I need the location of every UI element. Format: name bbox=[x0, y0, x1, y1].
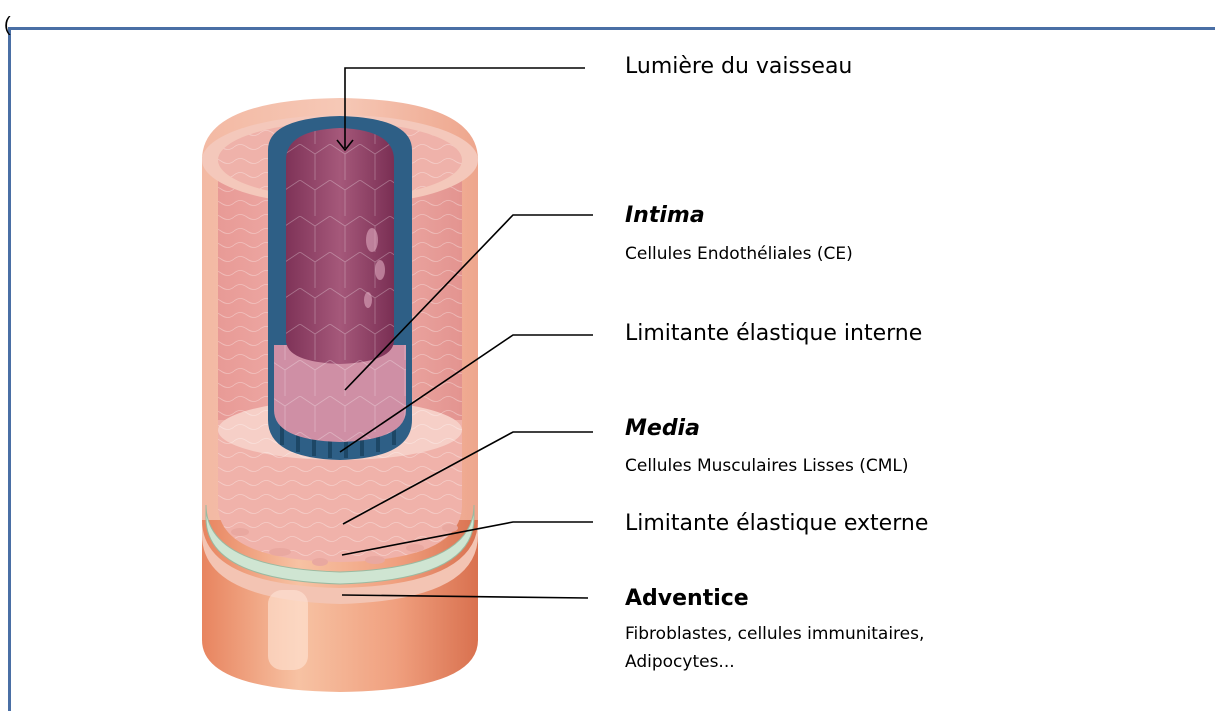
adventice-highlight bbox=[268, 590, 308, 670]
label-lumiere: Lumière du vaisseau bbox=[625, 54, 852, 79]
label-adventice-sub2: Adipocytes... bbox=[625, 652, 735, 672]
label-media-sub: Cellules Musculaires Lisses (CML) bbox=[625, 456, 909, 476]
label-lei: Limitante élastique interne bbox=[625, 321, 922, 346]
label-intima-title: Intima bbox=[625, 203, 705, 228]
label-media-title: Media bbox=[625, 416, 700, 441]
label-adventice-sub1: Fibroblastes, cellules immunitaires, bbox=[625, 624, 924, 644]
lumen-cell-texture bbox=[286, 128, 394, 364]
label-lee: Limitante élastique externe bbox=[625, 511, 928, 536]
label-intima-sub: Cellules Endothéliales (CE) bbox=[625, 244, 853, 264]
label-adventice-title: Adventice bbox=[625, 586, 749, 611]
